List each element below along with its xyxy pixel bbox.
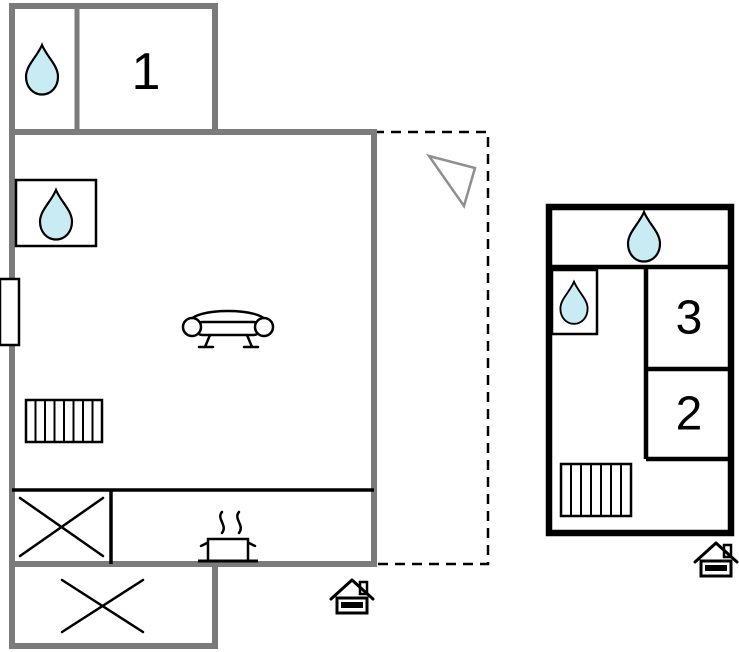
room-3-label: 3	[676, 292, 703, 345]
cross-marker-icon	[60, 578, 145, 634]
main-building: 1	[0, 3, 377, 649]
kitchen-walls	[12, 488, 374, 564]
shower-box	[550, 268, 599, 336]
terrace-area	[372, 130, 490, 566]
entrance-house-icon	[329, 578, 375, 615]
cross-marker-icon	[18, 496, 105, 558]
secondary-building: 3 2	[545, 203, 735, 537]
direction-triangle-icon	[426, 153, 477, 209]
entrance-house-icon	[693, 541, 739, 578]
shower-box	[14, 178, 98, 248]
room-2-label: 2	[676, 388, 703, 441]
window-icon	[0, 277, 21, 347]
radiator-icon	[24, 398, 104, 444]
stove-steam-icon	[198, 510, 258, 563]
room-1-label: 1	[132, 43, 161, 101]
sofa-icon	[181, 309, 275, 349]
annex-bottom-outline	[9, 561, 218, 649]
terrace-fill	[372, 130, 490, 566]
radiator-icon	[559, 462, 633, 518]
